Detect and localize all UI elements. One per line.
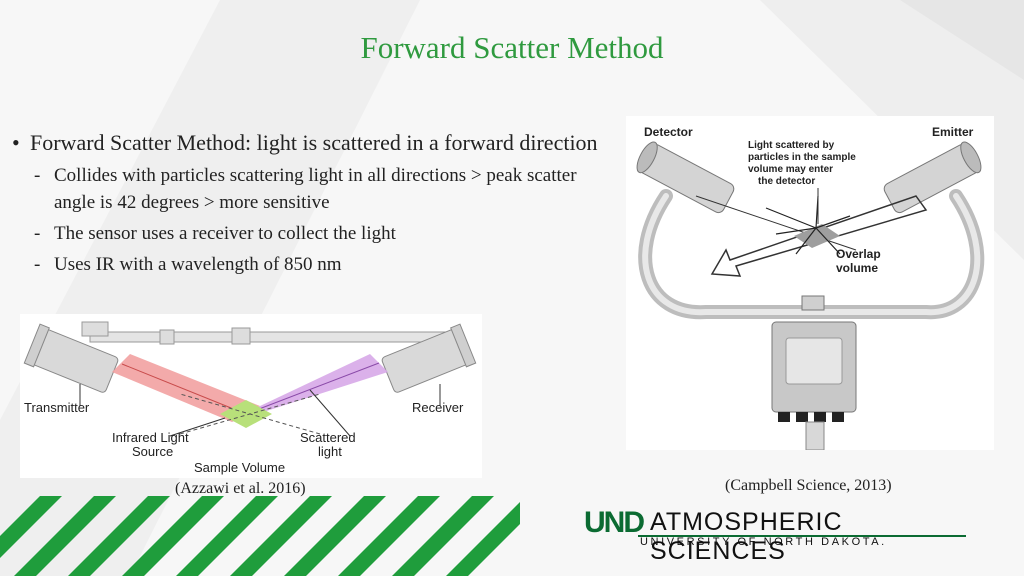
und-mark: UND: [584, 506, 645, 539]
sample-volume-label: Sample Volume: [194, 460, 285, 475]
detector-label: Detector: [644, 125, 693, 139]
overlap-label-1: Overlap: [836, 247, 881, 261]
sample-volume-shape: [220, 400, 272, 428]
mount-bracket: [81, 321, 109, 337]
mast: [805, 421, 825, 451]
diagram-svg: Transmitter Receiver Infrared Light Sour…: [23, 321, 477, 475]
scattered-beam: [232, 354, 388, 422]
forward-scatter-diagram: Transmitter Receiver Infrared Light Sour…: [20, 314, 482, 478]
scatter-text-3: volume may enter: [748, 164, 833, 175]
logo-university-name: UNIVERSITY OF NORTH DAKOTA.: [640, 536, 887, 548]
scattered-label-2: light: [318, 444, 342, 459]
scatter-text-1: Light scattered by: [748, 140, 835, 151]
detector-beam-line: [695, 195, 857, 251]
mount-clamp: [231, 327, 251, 345]
ir-source-label-1: Infrared Light: [112, 430, 189, 445]
mount-bar: [89, 331, 461, 343]
sub-bullet-text: Uses IR with a wavelength of 850 nm: [54, 254, 342, 275]
sub-bullet-text: The sensor uses a receiver to collect th…: [54, 223, 396, 244]
mount-clamp: [159, 329, 175, 345]
ir-source-label-2: Source: [132, 444, 173, 459]
main-bullet-text: Forward Scatter Method: light is scatter…: [30, 130, 598, 155]
dash-marker: -: [34, 223, 41, 244]
bullet-dot: •: [12, 130, 20, 155]
scattered-label-1: Scattered: [300, 430, 356, 445]
dash-marker: -: [34, 165, 41, 186]
sub-bullet: - Collides with particles scattering lig…: [12, 162, 612, 216]
box-connectors: [778, 412, 844, 422]
und-atmospheric-sciences-logo: UND ATMOSPHERIC SCIENCES UNIVERSITY OF N…: [584, 506, 966, 565]
sensor-svg: Detector Emitter Light scattered by part…: [636, 125, 985, 451]
overlap-label-2: volume: [836, 261, 878, 275]
sub-bullet-text: Collides with particles scattering light…: [54, 165, 577, 213]
dash-marker: -: [34, 254, 41, 275]
sensor-diagram: Detector Emitter Light scattered by part…: [626, 116, 994, 451]
right-figure-caption: (Campbell Science, 2013): [725, 477, 892, 494]
beam-arrow: [710, 195, 928, 277]
emitter-head: [883, 141, 982, 214]
receiver-housing: [381, 323, 477, 393]
green-stripes: [0, 496, 520, 576]
mount-collar: [801, 295, 825, 311]
sub-bullet: - The sensor uses a receiver to collect …: [12, 220, 612, 247]
receiver-label: Receiver: [412, 400, 464, 415]
scatter-arrows: [765, 195, 851, 255]
transmitter-label: Transmitter: [24, 400, 90, 415]
transmitter-housing: [23, 323, 119, 393]
scatter-text-2: particles in the sample: [748, 152, 856, 163]
sub-bullet: - Uses IR with a wavelength of 850 nm: [12, 251, 612, 278]
left-figure-caption: (Azzawi et al. 2016): [175, 480, 306, 497]
emitter-label: Emitter: [932, 125, 974, 139]
box-panel: [785, 337, 843, 385]
scatter-text-4: the detector: [758, 176, 815, 187]
bullet-list: • Forward Scatter Method: light is scatt…: [12, 128, 612, 278]
curved-frame: [638, 189, 985, 320]
logo-divider: [638, 535, 966, 537]
logo-department-name: ATMOSPHERIC SCIENCES: [650, 508, 843, 565]
detector-head: [636, 141, 735, 214]
slide-title: Forward Scatter Method: [360, 30, 664, 65]
main-bullet: • Forward Scatter Method: light is scatt…: [12, 128, 612, 158]
